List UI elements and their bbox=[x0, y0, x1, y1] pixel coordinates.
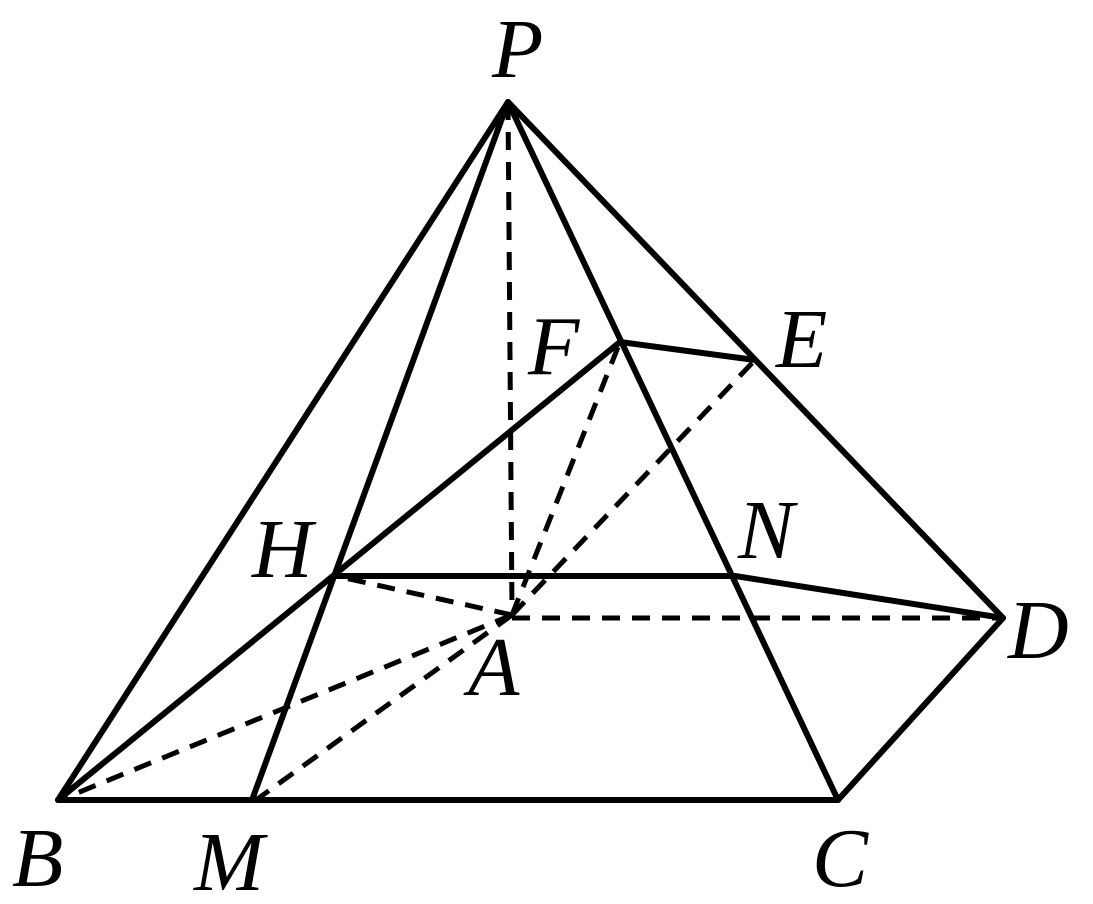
edge-AB bbox=[59, 612, 513, 803]
edge-PC bbox=[505, 99, 841, 803]
edge-BF bbox=[55, 339, 623, 803]
label-C: C bbox=[812, 812, 869, 904]
edge-FE bbox=[617, 339, 758, 363]
edge-PA bbox=[505, 101, 515, 613]
edge-AF bbox=[509, 341, 623, 616]
vertex-labels: P F E H N D A B M C bbox=[12, 3, 1069, 904]
label-M: M bbox=[193, 816, 268, 904]
label-E: E bbox=[775, 293, 827, 386]
label-A: A bbox=[463, 621, 520, 714]
hidden-edges bbox=[59, 101, 1003, 803]
label-N: N bbox=[737, 484, 798, 577]
solid-edges bbox=[55, 99, 1006, 803]
edge-CD bbox=[835, 615, 1006, 803]
edge-PB bbox=[55, 99, 511, 803]
label-B: B bbox=[12, 812, 63, 904]
edge-PM bbox=[249, 99, 511, 803]
edge-AM bbox=[254, 612, 514, 803]
label-F: F bbox=[527, 300, 581, 393]
label-P: P bbox=[491, 3, 543, 96]
edge-ND bbox=[732, 573, 1006, 621]
edge-AH bbox=[335, 573, 513, 618]
label-D: D bbox=[1007, 584, 1069, 677]
label-H: H bbox=[251, 503, 317, 596]
